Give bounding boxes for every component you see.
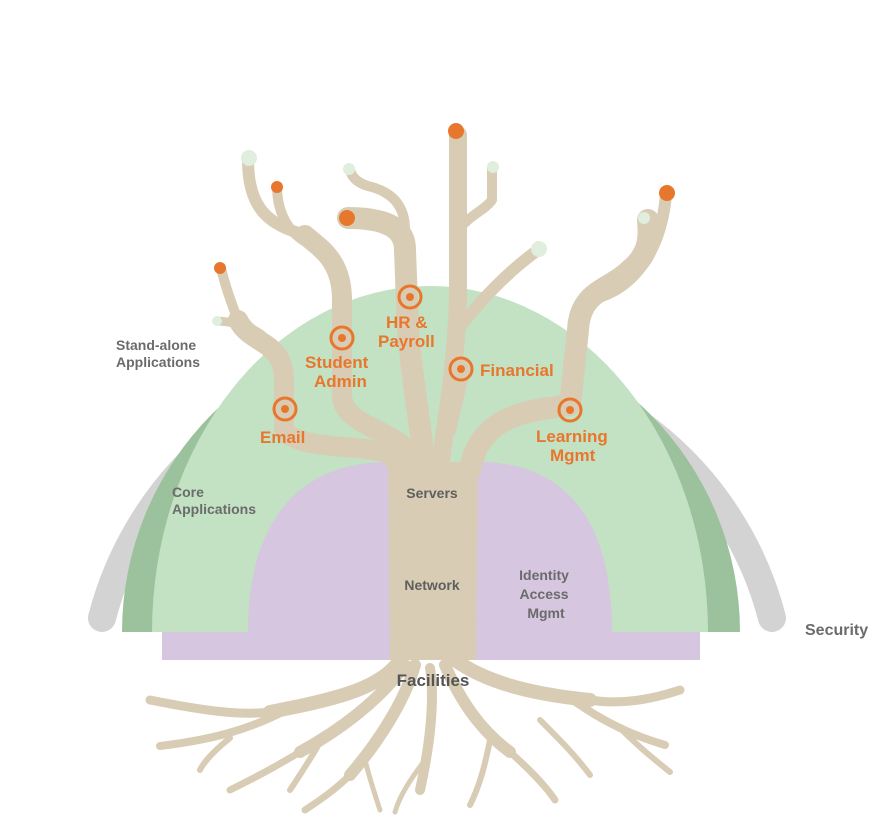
orange-dot-icon: [659, 185, 675, 201]
pale-dot-icon: [531, 241, 547, 257]
facilities-label: Facilities: [397, 671, 470, 690]
orange-dot-icon: [339, 210, 355, 226]
orange-dot-icon: [271, 181, 283, 193]
pale-dot-icon: [343, 163, 355, 175]
pale-dot-icon: [241, 150, 257, 166]
network-label: Network: [404, 577, 459, 593]
financial-label: Financial: [480, 361, 554, 380]
orange-dot-icon: [448, 123, 464, 139]
security-label: Security: [805, 622, 868, 639]
pale-dot-icon: [212, 316, 222, 326]
pale-dot-icon: [638, 212, 650, 224]
standalone-applications-label: Stand-alone Applications: [116, 337, 200, 370]
email-label: Email: [260, 428, 305, 447]
student-admin-label: Student Admin: [305, 353, 373, 391]
hr-payroll-label: HR & Payroll: [378, 313, 435, 351]
pale-dot-icon: [487, 161, 499, 173]
servers-label: Servers: [406, 485, 458, 501]
orange-dot-icon: [214, 262, 226, 274]
